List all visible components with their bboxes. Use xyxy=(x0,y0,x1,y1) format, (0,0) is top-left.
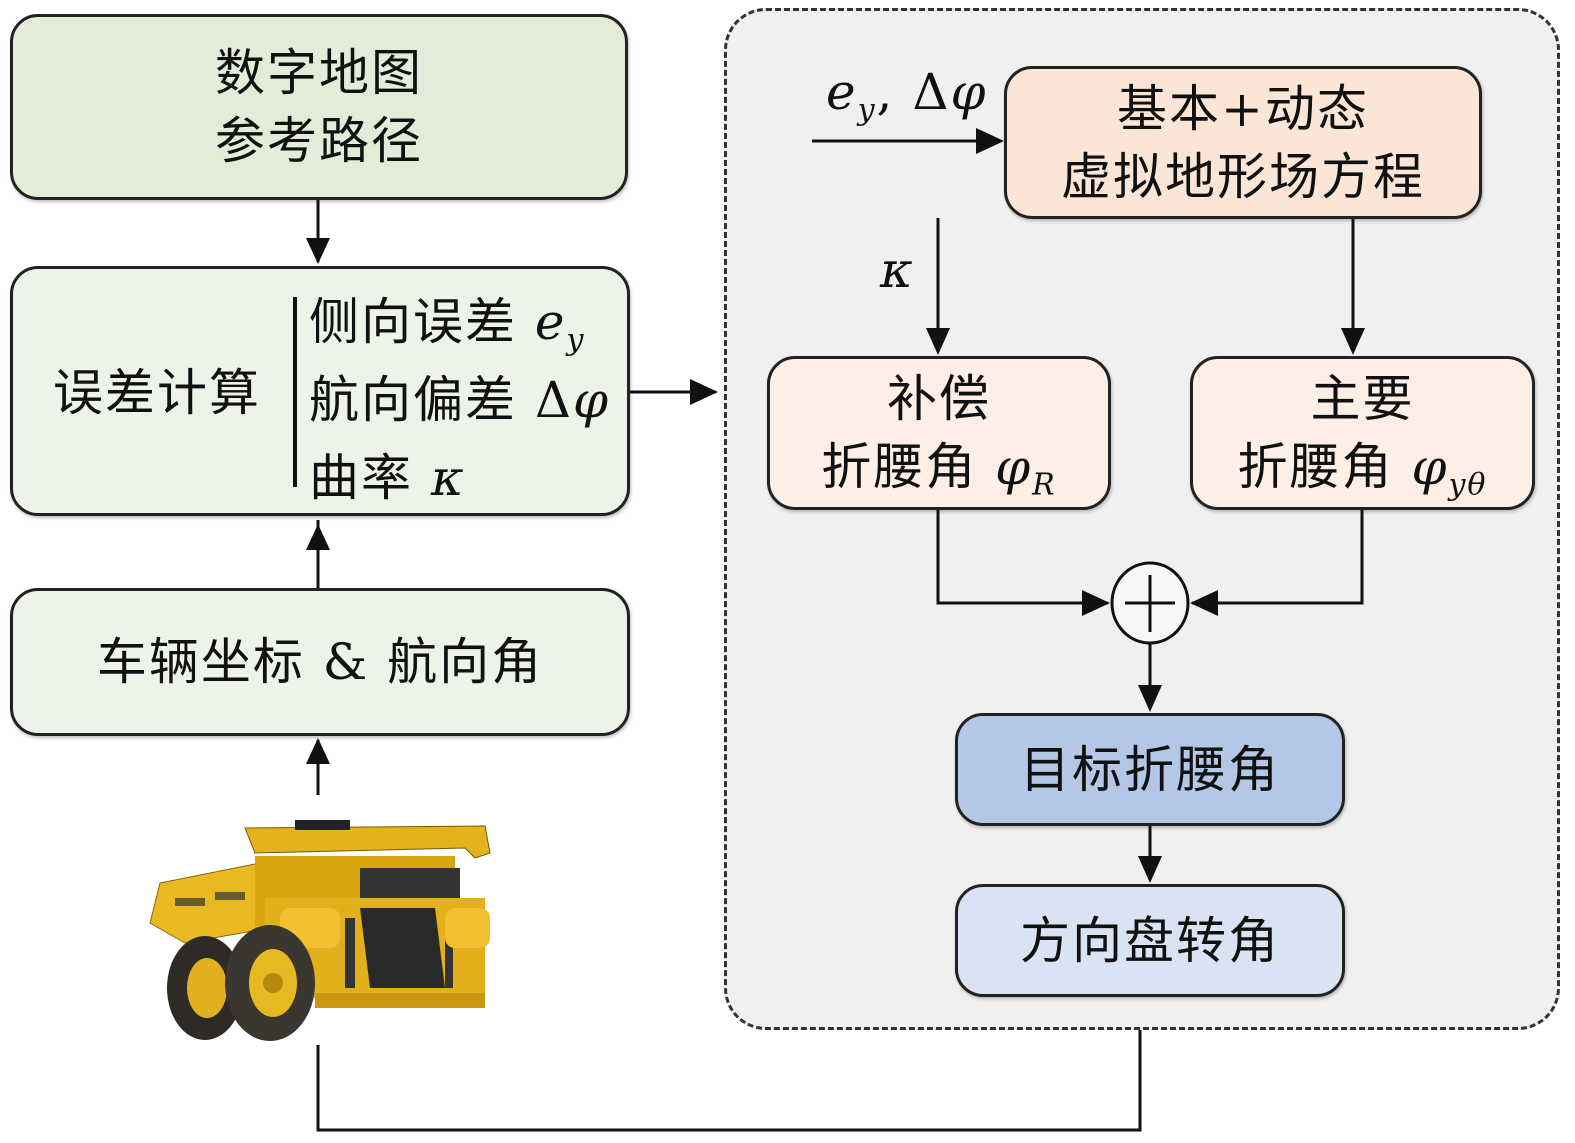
heading-error-symbol: Δφ xyxy=(534,371,611,429)
curvature-item: 曲率 κ xyxy=(309,439,610,517)
compensation-angle-box: 补偿 折腰角 φR xyxy=(767,356,1111,510)
lateral-error-label: 侧向误差 xyxy=(309,293,517,351)
error-divider xyxy=(293,297,297,487)
arrowhead-comp-sum xyxy=(1082,590,1110,616)
main-line1: 主要 xyxy=(1310,370,1415,428)
arrowhead-kappa-comp xyxy=(926,328,950,355)
arrowhead-map-error xyxy=(306,238,330,264)
arrowhead-target-steer xyxy=(1138,856,1162,883)
vehicle-pose-label: 车辆坐标 & 航向角 xyxy=(96,633,544,691)
arrowhead-main-sum xyxy=(1190,590,1218,616)
heading-error-label: 航向偏差 xyxy=(309,371,517,429)
target-label: 目标折腰角 xyxy=(1020,740,1280,799)
error-calc-title: 误差计算 xyxy=(53,364,261,422)
dump-truck-image xyxy=(149,820,491,1041)
input-label: ey, Δφ xyxy=(826,63,988,128)
kappa-label: κ xyxy=(880,241,915,299)
heading-error-item: 航向偏差 Δφ xyxy=(309,361,610,439)
arrowhead-vehicle-error xyxy=(306,524,330,550)
error-items: 侧向误差 ey 航向偏差 Δφ 曲率 κ xyxy=(309,283,610,517)
truck-wheels xyxy=(167,925,315,1041)
lateral-error-item: 侧向误差 ey xyxy=(309,283,610,361)
digital-map-label: 数字地图 xyxy=(215,44,423,102)
lateral-error-symbol: ey xyxy=(534,293,586,358)
main-angle-box: 主要 折腰角 φyθ xyxy=(1190,356,1535,510)
arrowhead-input-field xyxy=(976,128,1004,154)
target-articulation-angle-box: 目标折腰角 xyxy=(955,713,1345,826)
curvature-symbol: κ xyxy=(430,449,466,507)
terrain-field-equation-box: 基本+动态 虚拟地形场方程 xyxy=(1004,66,1482,219)
field-line2: 虚拟地形场方程 xyxy=(1061,147,1425,206)
comp-symbol: φR xyxy=(995,438,1057,503)
comp-line1: 补偿 xyxy=(887,370,991,428)
error-calc-box: 误差计算 侧向误差 ey 航向偏差 Δφ 曲率 κ xyxy=(10,266,630,516)
reference-path-label: 参考路径 xyxy=(215,112,423,170)
arrowhead-truck-vehicle xyxy=(306,738,330,764)
vehicle-pose-box: 车辆坐标 & 航向角 xyxy=(10,588,630,736)
main-symbol: φyθ xyxy=(1411,438,1488,503)
line-main-to-sum xyxy=(1192,510,1364,605)
curvature-label: 曲率 xyxy=(309,449,413,507)
line-comp-to-sum xyxy=(936,510,1108,605)
arrowhead-field-main xyxy=(1341,328,1365,355)
arrowhead-sum-target xyxy=(1138,685,1162,712)
sum-node xyxy=(1110,561,1190,645)
field-line1: 基本+动态 xyxy=(1117,79,1369,138)
main-line2: 折腰角 φyθ xyxy=(1237,438,1488,503)
steering-wheel-angle-box: 方向盘转角 xyxy=(955,884,1345,997)
steer-label: 方向盘转角 xyxy=(1020,911,1280,970)
digital-map-box: 数字地图 参考路径 xyxy=(10,14,628,200)
feedback-line xyxy=(316,1030,1142,1132)
arrowhead-error-controller xyxy=(690,379,718,405)
comp-line2: 折腰角 φR xyxy=(821,438,1057,503)
